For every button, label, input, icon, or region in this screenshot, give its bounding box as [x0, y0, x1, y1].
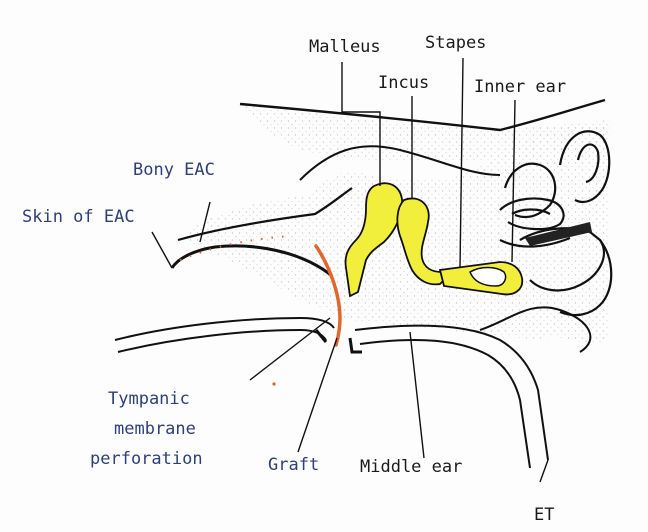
graft-label: Graft [268, 455, 319, 475]
tympanic-label-line3: perforation [90, 449, 203, 469]
tympanic-label-line1: Tympanic [108, 389, 190, 409]
middle-ear-floor-outer [355, 326, 548, 460]
upper-bone-region [240, 104, 610, 162]
et-label: ET [534, 505, 554, 525]
tympanic-leader-line [250, 318, 330, 380]
middle-ear-leader-line [410, 332, 424, 458]
graft-speck [272, 382, 275, 385]
malleus-label: Malleus [309, 37, 381, 57]
tympanic-label-line2: membrane [114, 419, 196, 439]
bony-eac-label: Bony EAC [133, 160, 215, 180]
stapes-label: Stapes [425, 33, 486, 53]
et-leader-line [540, 460, 548, 482]
inner-ear-label: Inner ear [474, 77, 566, 97]
graft-leader-line [298, 338, 337, 452]
tympanic-membrane-stub-right [350, 338, 362, 352]
tympanic-membrane-stub-lower [316, 330, 326, 342]
middle-ear-label: Middle ear [360, 457, 462, 477]
incus-label: Incus [378, 73, 429, 93]
skin-of-eac-leader-line [152, 232, 172, 268]
ear-canal-lower-wall-outer [115, 318, 334, 340]
middle-ear-floor-inner [360, 340, 530, 468]
skin-of-eac-label: Skin of EAC [22, 207, 135, 227]
